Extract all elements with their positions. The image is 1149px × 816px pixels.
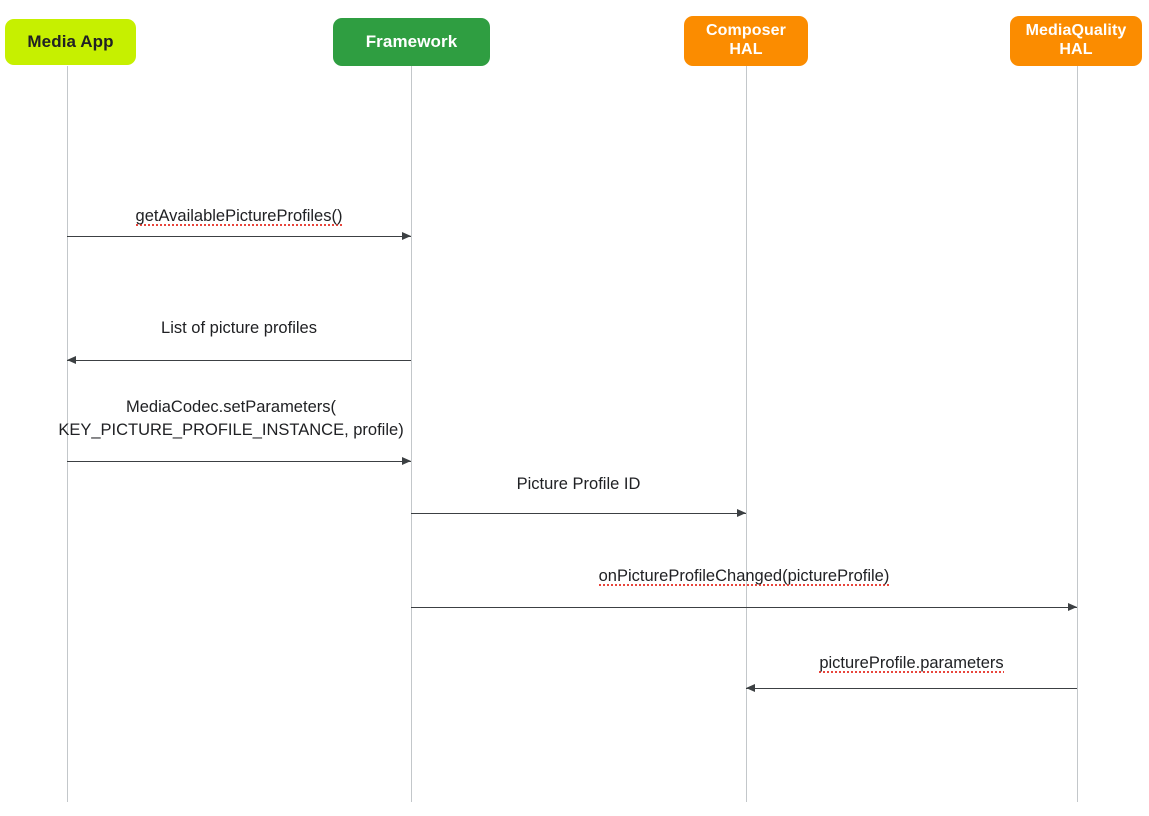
participant-framework[interactable]: Framework xyxy=(333,18,490,66)
message-label-msg-on-picture-profile-changed: onPictureProfileChanged(pictureProfile) xyxy=(411,565,1077,588)
message-arrowhead-msg-on-picture-profile-changed xyxy=(1068,603,1077,611)
participant-label: Media App xyxy=(27,31,114,51)
message-line-msg-picture-profile-id xyxy=(411,513,746,514)
spellcheck-underlined-text: getAvailablePictureProfiles() xyxy=(135,207,343,226)
message-line-msg-list-of-picture-profiles xyxy=(67,360,411,361)
message-label-msg-picture-profile-parameters: pictureProfile.parameters xyxy=(746,652,1077,675)
participant-label: Composer HAL xyxy=(706,22,786,58)
spellcheck-underlined-text: onPictureProfileChanged(pictureProfile) xyxy=(598,567,890,586)
lifeline-media-app xyxy=(67,66,68,802)
message-line-msg-get-available-picture-profiles xyxy=(67,236,411,237)
message-arrowhead-msg-mediacodec-setparameters xyxy=(402,457,411,465)
spellcheck-underlined-text: pictureProfile.parameters xyxy=(819,654,1004,673)
participant-label: MediaQuality HAL xyxy=(1025,22,1127,58)
message-line-msg-mediacodec-setparameters xyxy=(67,461,411,462)
message-label-msg-get-available-picture-profiles: getAvailablePictureProfiles() xyxy=(67,205,411,228)
participant-mediaquality-hal[interactable]: MediaQuality HAL xyxy=(1010,16,1142,66)
message-label-msg-picture-profile-id: Picture Profile ID xyxy=(516,475,641,493)
message-label-msg-list-of-picture-profiles: List of picture profiles xyxy=(161,319,317,337)
lifeline-composer-hal xyxy=(746,66,747,802)
message-arrowhead-msg-list-of-picture-profiles xyxy=(67,356,76,364)
message-line-msg-picture-profile-parameters xyxy=(746,688,1077,689)
lifeline-mediaquality-hal xyxy=(1077,66,1078,802)
message-arrowhead-msg-get-available-picture-profiles xyxy=(402,232,411,240)
participant-media-app[interactable]: Media App xyxy=(5,19,136,65)
message-arrowhead-msg-picture-profile-parameters xyxy=(746,684,755,692)
lifeline-framework xyxy=(411,66,412,802)
participant-composer-hal[interactable]: Composer HAL xyxy=(684,16,808,66)
message-label-msg-mediacodec-setparameters: MediaCodec.setParameters( KEY_PICTURE_PR… xyxy=(58,398,404,439)
participant-label: Framework xyxy=(365,31,458,51)
message-arrowhead-msg-picture-profile-id xyxy=(737,509,746,517)
message-line-msg-on-picture-profile-changed xyxy=(411,607,1077,608)
